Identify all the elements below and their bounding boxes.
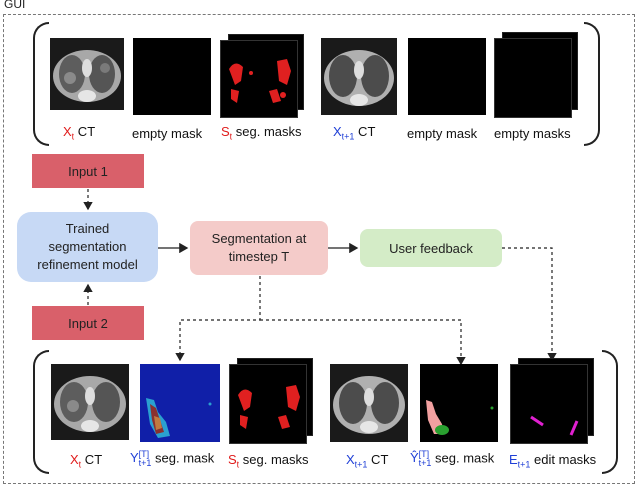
top-caption-xt-ct: Xt CT (63, 124, 96, 142)
input-1-box: Input 1 (32, 154, 144, 188)
seg-line-2: timestep T (228, 249, 290, 264)
top-caption-empty-mask-2: empty mask (407, 126, 478, 141)
arrow-seg-outputs-2 (260, 319, 466, 366)
arrow-feedback-edits (502, 247, 557, 362)
top-caption-empty-mask: empty mask (132, 126, 203, 141)
top-seg-masks-stack (220, 34, 304, 118)
input-2-box: Input 2 (32, 306, 144, 340)
bottom-refined-mask-image (420, 364, 498, 442)
gui-label: GUI (4, 0, 26, 11)
bottom-edit-masks-stack (510, 358, 594, 444)
model-line-1: Trained (65, 221, 110, 236)
top-caption-st-seg-masks: St seg. masks (221, 124, 302, 142)
segmentation-box: Segmentation at timestep T (190, 221, 328, 275)
bottom-caption-yhat-seg-mask: Ŷ[T]t+1 seg. mask (410, 449, 495, 468)
bottom-pred-mask-image (140, 364, 220, 442)
bottom-caption-y-seg-mask: Y[T]t+1 seg. mask (130, 449, 215, 468)
bottom-left-brace (33, 350, 49, 474)
bottom-right-brace (602, 350, 618, 474)
user-feedback-box: User feedback (360, 229, 502, 267)
bottom-caption-edit-masks: Et+1 edit masks (509, 452, 597, 470)
top-caption-empty-masks: empty masks (494, 126, 571, 141)
bottom-caption-st-seg-masks: St seg. masks (228, 452, 309, 470)
gui-frame (3, 14, 635, 484)
seg-line-1: Segmentation at (211, 231, 307, 246)
bottom-caption-xt-ct: Xt CT (70, 452, 103, 470)
bottom-ct-t1-image (330, 364, 408, 442)
top-ct-t1-image (321, 38, 397, 115)
bottom-ct-t-image (51, 364, 129, 440)
model-line-3: refinement model (37, 257, 138, 272)
bottom-caption-xt1-ct: Xt+1 CT (346, 452, 389, 470)
model-box: Trained segmentation refinement model (17, 212, 158, 282)
top-empty-mask-t1-image (408, 38, 486, 115)
top-empty-masks-stack (494, 32, 578, 118)
top-caption-xt1-ct: Xt+1 CT (333, 124, 376, 142)
model-line-2: segmentation (48, 239, 127, 254)
top-empty-mask-image (133, 38, 211, 115)
bottom-seg-masks-stack (229, 358, 313, 444)
top-ct-t-image (50, 38, 124, 110)
arrow-seg-outputs (175, 276, 261, 362)
